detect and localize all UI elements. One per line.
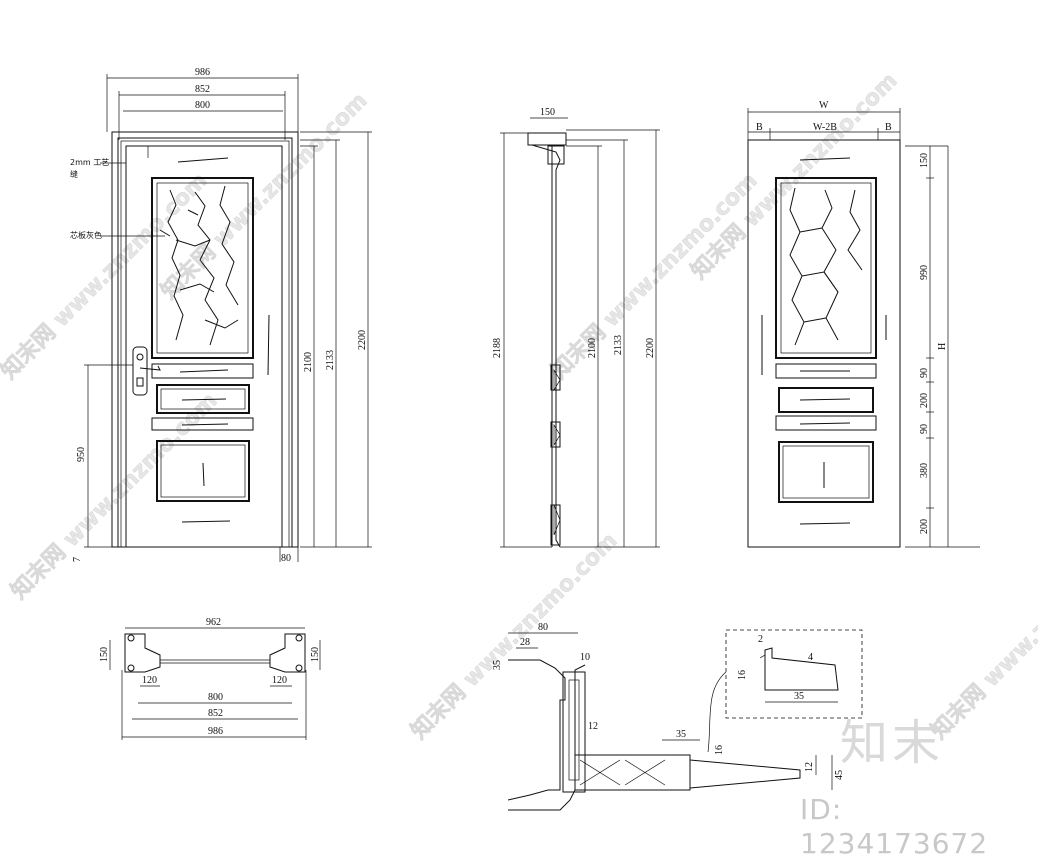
- dim-param-990: 990: [919, 265, 930, 280]
- dim-detail-12a: 12: [588, 721, 598, 732]
- watermark-text: 知末网 www.znzmo.com: [6, 388, 223, 605]
- dim-param-200b: 200: [919, 519, 930, 534]
- watermark-text: 知末网 www.znzmo.com: [686, 68, 903, 285]
- dim-param-200a: 200: [919, 393, 930, 408]
- dim-B-right: B: [885, 122, 892, 133]
- watermark-text: 知末网 www.znzmo.com: [406, 528, 623, 745]
- dim-2200: 2200: [357, 330, 368, 350]
- brand-watermark: 知末: [840, 715, 945, 771]
- dim-side-2133: 2133: [613, 335, 624, 355]
- dim-plan-150-right: 150: [310, 647, 321, 662]
- dim-detail-80: 80: [538, 622, 548, 633]
- dim-side-2100: 2100: [587, 338, 598, 358]
- dim-800: 800: [195, 100, 210, 111]
- dim-150-top: 150: [540, 107, 555, 118]
- dim-detail-10: 10: [580, 652, 590, 663]
- dim-inset-16: 16: [737, 670, 748, 680]
- dim-param-150: 150: [919, 153, 930, 168]
- dim-80: 80: [281, 553, 291, 564]
- dim-side-2200: 2200: [645, 338, 656, 358]
- dim-detail-28: 28: [520, 637, 530, 648]
- parametric-elevation: W B W-2B B: [747, 100, 980, 548]
- door-handle-icon: [132, 346, 161, 396]
- dim-inset-4: 4: [808, 652, 813, 663]
- dim-7: 7: [72, 557, 83, 562]
- dim-detail-16a: 16: [714, 745, 725, 755]
- dim-param-90a: 90: [919, 368, 930, 378]
- label-panel-color: 芯板灰色: [70, 230, 102, 240]
- dim-plan-120-left: 120: [142, 675, 157, 686]
- dim-W: W: [819, 100, 829, 111]
- dim-plan-150-left: 150: [99, 647, 110, 662]
- dim-2188: 2188: [492, 338, 503, 358]
- detail-section: 80 28 35 10 12 35 16 12 45 2 4 16 35: [492, 622, 863, 811]
- label-gap-line2: 缝: [70, 169, 78, 179]
- label-gap-line1: 2mm 工艺: [70, 158, 109, 167]
- dim-param-380: 380: [919, 463, 930, 478]
- watermark-layer: 知末网 www.znzmo.com 知末网 www.znzmo.com 知末网 …: [0, 67, 1038, 745]
- crack-pattern-icon: [159, 185, 239, 346]
- dim-detail-35b: 35: [676, 729, 686, 740]
- dim-inset-35: 35: [794, 691, 804, 702]
- dim-B-left: B: [756, 122, 763, 133]
- image-id: ID: 1234173672: [800, 793, 989, 860]
- dim-plan-120-right: 120: [272, 675, 287, 686]
- dim-2100: 2100: [303, 352, 314, 372]
- dim-detail-12b: 12: [804, 762, 815, 772]
- front-elevation: 986 852 800: [70, 67, 372, 564]
- dim-param-90b: 90: [919, 424, 930, 434]
- dim-950: 950: [76, 447, 87, 462]
- dim-852: 852: [195, 84, 210, 95]
- dim-962: 962: [206, 617, 221, 628]
- side-elevation: 150 2188 2100 2133 2200: [492, 107, 660, 548]
- dim-986: 986: [195, 67, 210, 78]
- crack-pattern-icon: [789, 187, 863, 346]
- dim-plan-852: 852: [208, 708, 223, 719]
- dim-W-2B: W-2B: [813, 122, 837, 133]
- dim-plan-800: 800: [208, 692, 223, 703]
- plan-section: 962 150 150 120 120 800 852 986: [99, 617, 321, 740]
- dim-plan-986: 986: [208, 726, 223, 737]
- dim-inset-2: 2: [758, 634, 763, 645]
- dim-detail-35a: 35: [492, 660, 503, 670]
- dim-detail-45: 45: [834, 770, 845, 780]
- dim-H: H: [937, 343, 948, 350]
- dim-2133: 2133: [325, 350, 336, 370]
